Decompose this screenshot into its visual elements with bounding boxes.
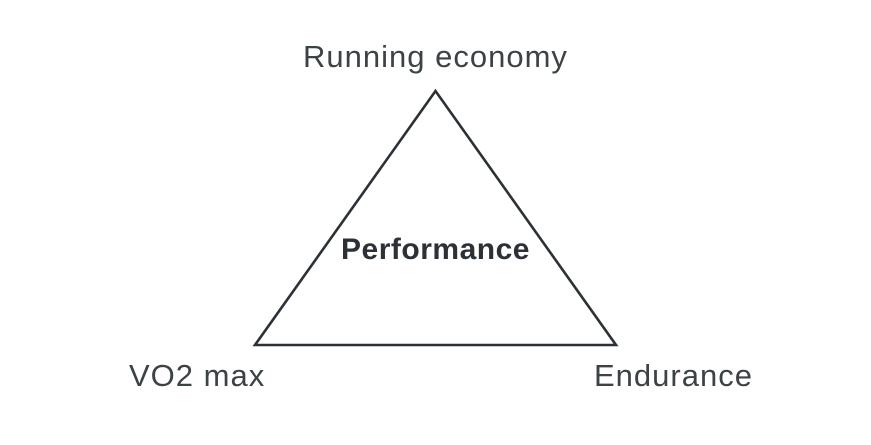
vertex-label-bottom-right: Endurance xyxy=(594,358,753,393)
vertex-label-top: Running economy xyxy=(303,39,568,74)
center-label: Performance xyxy=(341,233,530,266)
vertex-label-bottom-left: VO2 max xyxy=(129,358,266,393)
triangle-outline xyxy=(252,88,619,347)
